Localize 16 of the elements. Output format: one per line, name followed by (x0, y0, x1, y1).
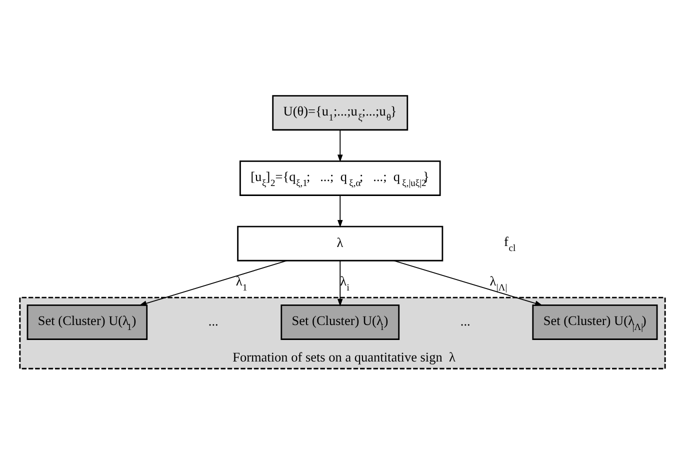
arrow (337, 194, 343, 228)
arrow (139, 260, 288, 306)
node-box: [u$_{ξ}$]$_{2}$={q$_{ξ,1}$; ...; q$_{ξ,α}$; ...; q$_{ξ,|uξ|2}$} (239, 160, 441, 196)
label: ... (460, 313, 470, 328)
node-box: Set (Cluster) U(λ$_{|Λ|}$) (532, 304, 658, 340)
arrow (393, 260, 543, 306)
arrow (337, 260, 343, 306)
arrow (337, 129, 343, 162)
node-box: U(θ)={u$_{1}$;...;u$_{ξ}$;...;u$_{θ}$} (272, 94, 408, 130)
node-box: λ (237, 225, 444, 261)
label: f$_{cl}$ (504, 234, 516, 254)
label: ... (208, 313, 218, 328)
edge-label: λ$_{1}$ (236, 272, 248, 293)
edge-label: λ$_{i}$ (340, 272, 350, 293)
node-box: Set (Cluster) U(λ$_{1}$) (26, 304, 148, 340)
edge-label: λ$_{|Λ|}$ (490, 272, 508, 293)
